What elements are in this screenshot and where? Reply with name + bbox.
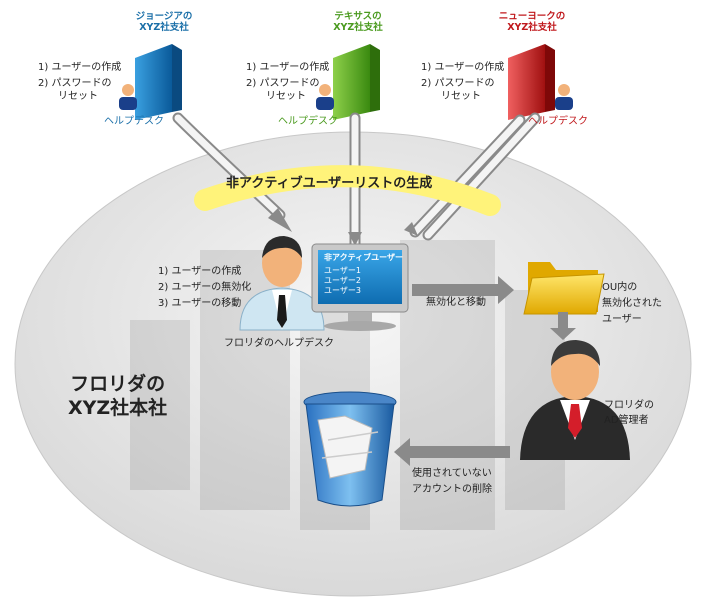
monitor-icon: [311, 243, 409, 331]
helpdesk-person-icon: [119, 84, 137, 110]
branch-task-1: 1) ユーザーの作成: [38, 62, 122, 73]
branch-task-1: 1) ユーザーの作成: [246, 62, 330, 73]
hq-label: フロリダの XYZ社本社: [68, 372, 167, 420]
branch-helpdesk-label: ヘルプデスク: [278, 116, 338, 127]
ou-folder-icon: [523, 262, 605, 315]
monitor-title: 非アクティブユーザー: [324, 253, 403, 262]
ad-admin-line1: フロリダの: [604, 400, 654, 411]
banner-arc: [194, 165, 501, 216]
ou-label-line2: 無効化された: [602, 298, 662, 309]
branch-title-georgia: ジョージアの XYZ社支社: [124, 11, 204, 33]
delete-label-line1: 使用されていない: [412, 468, 492, 479]
branch-title-line1: テキサスの: [334, 11, 382, 22]
branch-task-2b: リセット: [441, 91, 481, 102]
florida-task-1: 1) ユーザーの作成: [158, 266, 242, 277]
florida-helpdesk-person-icon: [239, 236, 325, 331]
branch-helpdesk-label: ヘルプデスク: [528, 116, 588, 127]
trash-bin-icon: [303, 391, 397, 507]
banner-text: 非アクティブユーザーリストの生成: [226, 176, 433, 191]
helpdesk-person-icon: [316, 84, 334, 110]
building-icon: [333, 44, 380, 120]
hq-label-line1: フロリダの: [70, 373, 166, 395]
branch-task-2b: リセット: [58, 91, 98, 102]
hq-label-line2: XYZ社本社: [68, 397, 168, 419]
arrow-icon: [404, 222, 418, 236]
ad-admin-person-icon: [520, 340, 630, 460]
ad-admin-line2: AD管理者: [604, 415, 649, 426]
delete-label-line2: アカウントの削除: [412, 484, 492, 495]
branch-title-line1: ジョージアの: [135, 11, 193, 22]
branch-task-2: 2) パスワードの: [246, 78, 320, 89]
building-icon: [135, 44, 182, 120]
branch-title-newyork: ニューヨークの XYZ社支社: [484, 11, 580, 33]
arrow-icon: [348, 232, 362, 246]
disable-move-label: 無効化と移動: [426, 297, 486, 308]
branch-title-line2: XYZ社支社: [139, 22, 189, 33]
branch-title-texas: テキサスの XYZ社支社: [318, 11, 398, 33]
monitor-user-3: ユーザー3: [324, 286, 361, 295]
branch-task-2b: リセット: [266, 91, 306, 102]
connector-pipes: [172, 112, 541, 251]
florida-task-3: 3) ユーザーの移動: [158, 298, 242, 309]
branch-task-2: 2) パスワードの: [38, 78, 112, 89]
branch-task-2: 2) パスワードの: [421, 78, 495, 89]
branch-helpdesk-label: ヘルプデスク: [104, 116, 164, 127]
arrow-icon: [394, 438, 510, 466]
ou-label-line3: ユーザー: [602, 314, 642, 325]
arrow-icon: [412, 276, 514, 304]
florida-task-2: 2) ユーザーの無効化: [158, 282, 252, 293]
arrow-icon: [268, 208, 292, 232]
monitor-user-2: ユーザー2: [324, 276, 361, 285]
ou-label-line1: OU内の: [602, 282, 638, 293]
branch-task-1: 1) ユーザーの作成: [421, 62, 505, 73]
florida-helpdesk-label: フロリダのヘルプデスク: [224, 338, 334, 349]
branch-title-line2: XYZ社支社: [507, 22, 557, 33]
branch-title-line1: ニューヨークの: [498, 11, 566, 22]
arrow-icon: [550, 312, 576, 340]
helpdesk-person-icon: [555, 84, 573, 110]
monitor-user-1: ユーザー1: [324, 266, 361, 275]
branch-title-line2: XYZ社支社: [333, 22, 383, 33]
building-icon: [508, 44, 555, 120]
